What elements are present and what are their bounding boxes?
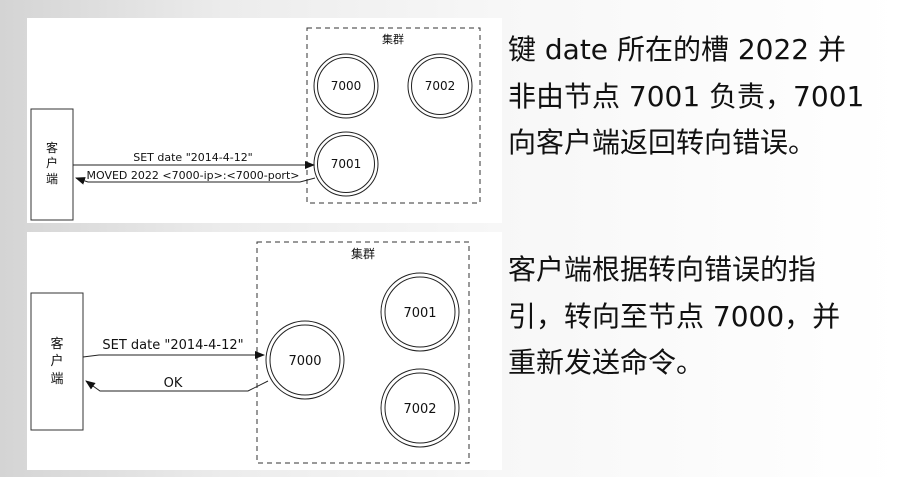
text-line: 引，转向至节点 7000，并 [508, 299, 841, 333]
text-line: 非由节点 7001 负责，7001 [508, 79, 865, 113]
diagram-panel [27, 232, 502, 470]
diagram-moved: 集群 7000 7002 7001 客 户 端 SET date "2014-4… [27, 18, 502, 223]
client-char: 客 [46, 140, 58, 155]
node-7000: 7000 [313, 53, 379, 119]
response-label: OK [164, 376, 183, 391]
node-7001: 7001 [380, 272, 460, 352]
text-line: 客户端根据转向错误的指 [508, 253, 817, 286]
response-arrow [85, 380, 269, 392]
client-char: 户 [50, 353, 63, 369]
text-line: 键 date 所在的槽 2022 并 [508, 33, 846, 66]
client-char: 客 [50, 336, 63, 352]
client-char: 户 [46, 155, 58, 170]
cluster-label: 集群 [382, 32, 404, 46]
text-line: 重新发送命令。 [508, 346, 705, 379]
text-line: 向客户端返回转向错误。 [508, 126, 817, 159]
node-label: 7002 [403, 402, 436, 417]
node-7002: 7002 [407, 53, 473, 119]
request-label: SET date "2014-4-12" [102, 338, 243, 353]
request-label: SET date "2014-4-12" [133, 151, 253, 164]
client-char: 端 [50, 372, 63, 387]
cluster-box [306, 27, 481, 204]
cluster-label: 集群 [351, 246, 375, 261]
node-7000: 7000 [265, 320, 345, 400]
diagram-redirect: 集群 7000 7001 7002 客 户 端 SET date "2014-4… [27, 232, 502, 470]
request-arrow [82, 351, 265, 359]
response-label: MOVED 2022 <7000-ip>:<7000-port> [87, 169, 300, 182]
explanation-bottom: 客户端根据转向错误的指 引，转向至节点 7000，并 重新发送命令。 [508, 247, 893, 387]
explanation-top: 键 date 所在的槽 2022 并 非由节点 7001 负责，7001 向客户… [508, 27, 893, 167]
client-char: 端 [46, 172, 58, 186]
client-box: 客 户 端 [30, 292, 84, 431]
node-label: 7002 [425, 79, 456, 93]
diagram-panel [27, 18, 502, 223]
node-7002: 7002 [380, 368, 460, 448]
node-label: 7000 [331, 79, 362, 93]
node-label: 7000 [288, 354, 321, 369]
response-arrow [75, 177, 316, 185]
node-label: 7001 [331, 157, 362, 171]
node-label: 7001 [403, 306, 436, 321]
client-box: 客 户 端 [30, 108, 74, 221]
